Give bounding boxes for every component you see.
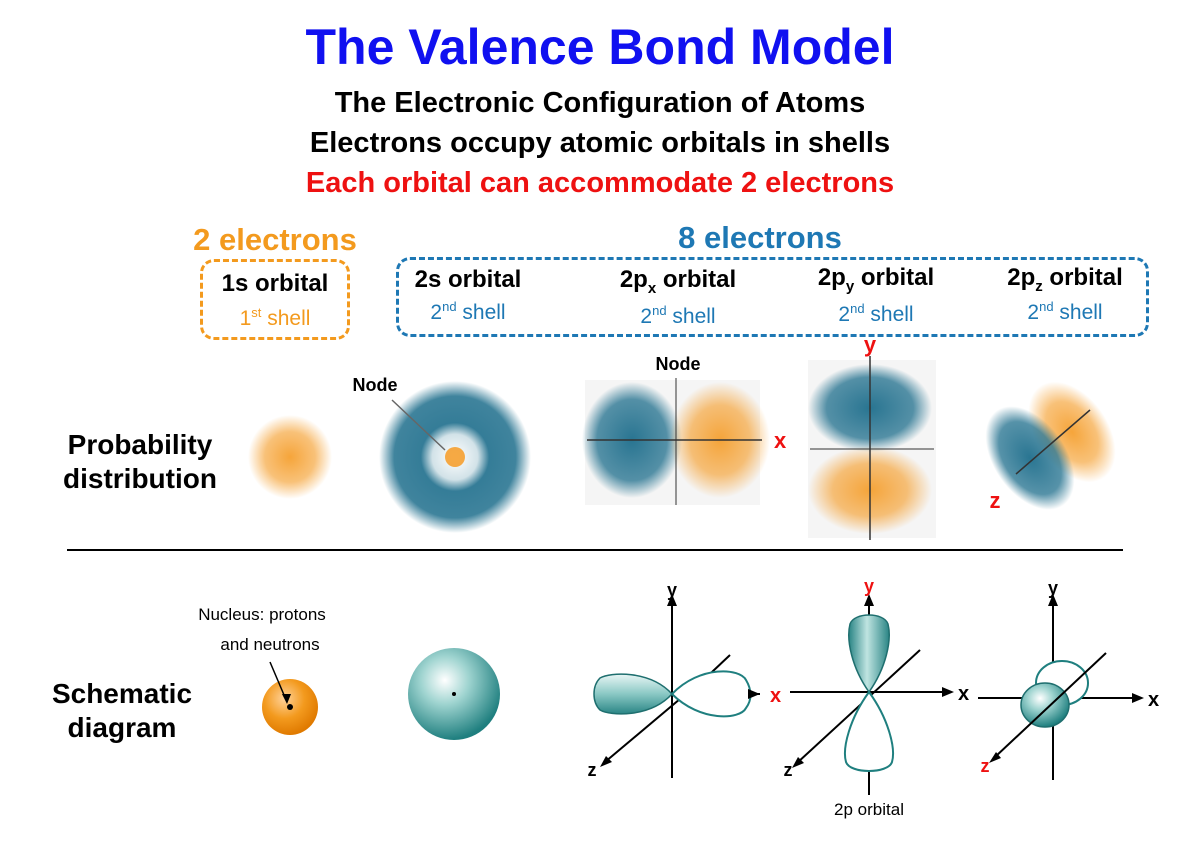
subtitle-configuration: The Electronic Configuration of Atoms bbox=[334, 87, 866, 119]
x-axis-2py-arrowhead bbox=[942, 687, 954, 697]
orbital-2p-caption: 2p orbital bbox=[834, 800, 904, 819]
section-divider bbox=[67, 549, 1123, 551]
schematic-2s-nucleus bbox=[452, 692, 456, 696]
axis-label-y-2px: y bbox=[667, 580, 677, 600]
subtitle-capacity: Each orbital can accommodate 2 electrons bbox=[305, 167, 895, 199]
orbital-name: 1s orbital bbox=[221, 270, 329, 297]
axis-label-z-2pz: z bbox=[981, 756, 990, 776]
group-label-8-electrons: 8 electrons bbox=[678, 220, 842, 255]
x-axis-2px-arrowhead bbox=[748, 689, 760, 699]
z-axis-2pz-arrowhead bbox=[989, 752, 1001, 763]
shell-label: 2nd shell bbox=[640, 302, 716, 328]
y-axis-2py-arrowhead bbox=[864, 594, 874, 606]
nucleus-label-line1: Nucleus: protons bbox=[198, 605, 326, 624]
axis-label-x-2py: x bbox=[958, 683, 969, 705]
row-label-schematic: Schematic diagram bbox=[32, 677, 212, 745]
group-label-2-electrons: 2 electrons bbox=[193, 222, 357, 257]
orbital-name: 2py orbital bbox=[817, 264, 935, 295]
z-axis-2pz bbox=[994, 652, 1107, 758]
orbital-name: 2px orbital bbox=[619, 266, 737, 297]
lobe-2pz-front bbox=[1020, 682, 1070, 728]
z-axis-2py bbox=[796, 649, 921, 764]
z-axis-2py-arrowhead bbox=[792, 757, 804, 768]
subtitle-shells: Electrons occupy atomic orbitals in shel… bbox=[309, 127, 891, 159]
cloud-2pz-front-lobe bbox=[985, 406, 1075, 510]
second-shell-box bbox=[396, 257, 1149, 337]
row-label-line: Schematic bbox=[51, 678, 193, 709]
lobe-2py-upper bbox=[848, 614, 890, 694]
orbital-label-2s: 2s orbital 2nd shell bbox=[393, 266, 543, 325]
row-label-line: distribution bbox=[63, 463, 217, 494]
axis-label-y-cloud: y bbox=[864, 332, 877, 357]
first-shell-box bbox=[200, 259, 350, 340]
lobe-2px-right bbox=[670, 670, 752, 718]
lobe-2px-left bbox=[593, 673, 674, 715]
nucleus-dot bbox=[287, 704, 293, 710]
shell-label: 2nd shell bbox=[838, 300, 914, 326]
shell-label: 2nd shell bbox=[430, 298, 506, 324]
orbital-name: 2s orbital bbox=[414, 266, 522, 293]
y-axis-2px-arrowhead bbox=[667, 594, 677, 606]
orbital-label-1s: 1s orbital 1st shell bbox=[200, 270, 350, 331]
lobe-2py-lower bbox=[844, 690, 894, 772]
axis-label-z-2px: z bbox=[588, 760, 597, 780]
z-axis-2px-back bbox=[711, 654, 731, 673]
row-label-line: diagram bbox=[67, 712, 177, 743]
axis-label-x-2pz: x bbox=[1148, 689, 1159, 711]
row-label-probability: Probability distribution bbox=[40, 428, 240, 496]
orbital-label-2px: 2px orbital 2nd shell bbox=[598, 266, 758, 329]
axis-label-y-2pz: y bbox=[1048, 578, 1058, 598]
row-label-line: Probability bbox=[67, 429, 213, 460]
node-label-2s: Node bbox=[353, 375, 398, 395]
axis-label-y-2py: y bbox=[864, 576, 874, 596]
shell-label: 2nd shell bbox=[1027, 298, 1103, 324]
cloud-1s bbox=[248, 415, 332, 499]
main-title: The Valence Bond Model bbox=[305, 19, 895, 75]
axis-label-x-cloud: x bbox=[774, 428, 787, 453]
node-pointer-2s bbox=[391, 399, 446, 451]
nucleus-pointer-arrowhead bbox=[282, 694, 291, 704]
z-axis-2px-arrowhead bbox=[600, 756, 612, 767]
x-axis-2pz-arrowhead bbox=[1132, 693, 1144, 703]
orbital-label-2pz: 2pz orbital 2nd shell bbox=[985, 264, 1145, 325]
y-axis-2pz-arrowhead bbox=[1048, 594, 1058, 606]
z-axis-2pz-cloud bbox=[1015, 409, 1091, 475]
axis-label-z-2py: z bbox=[784, 760, 793, 780]
orbital-label-2py: 2py orbital 2nd shell bbox=[796, 264, 956, 327]
nucleus-label-line2: and neutrons bbox=[220, 635, 319, 654]
cloud-2s-core bbox=[445, 447, 465, 467]
shell-label: 1st shell bbox=[239, 304, 311, 330]
orbital-name: 2pz orbital bbox=[1007, 264, 1123, 295]
axis-label-z-cloud: z bbox=[990, 488, 1001, 513]
axis-label-x-2px: x bbox=[770, 685, 781, 707]
node-label-2px: Node bbox=[656, 354, 701, 374]
